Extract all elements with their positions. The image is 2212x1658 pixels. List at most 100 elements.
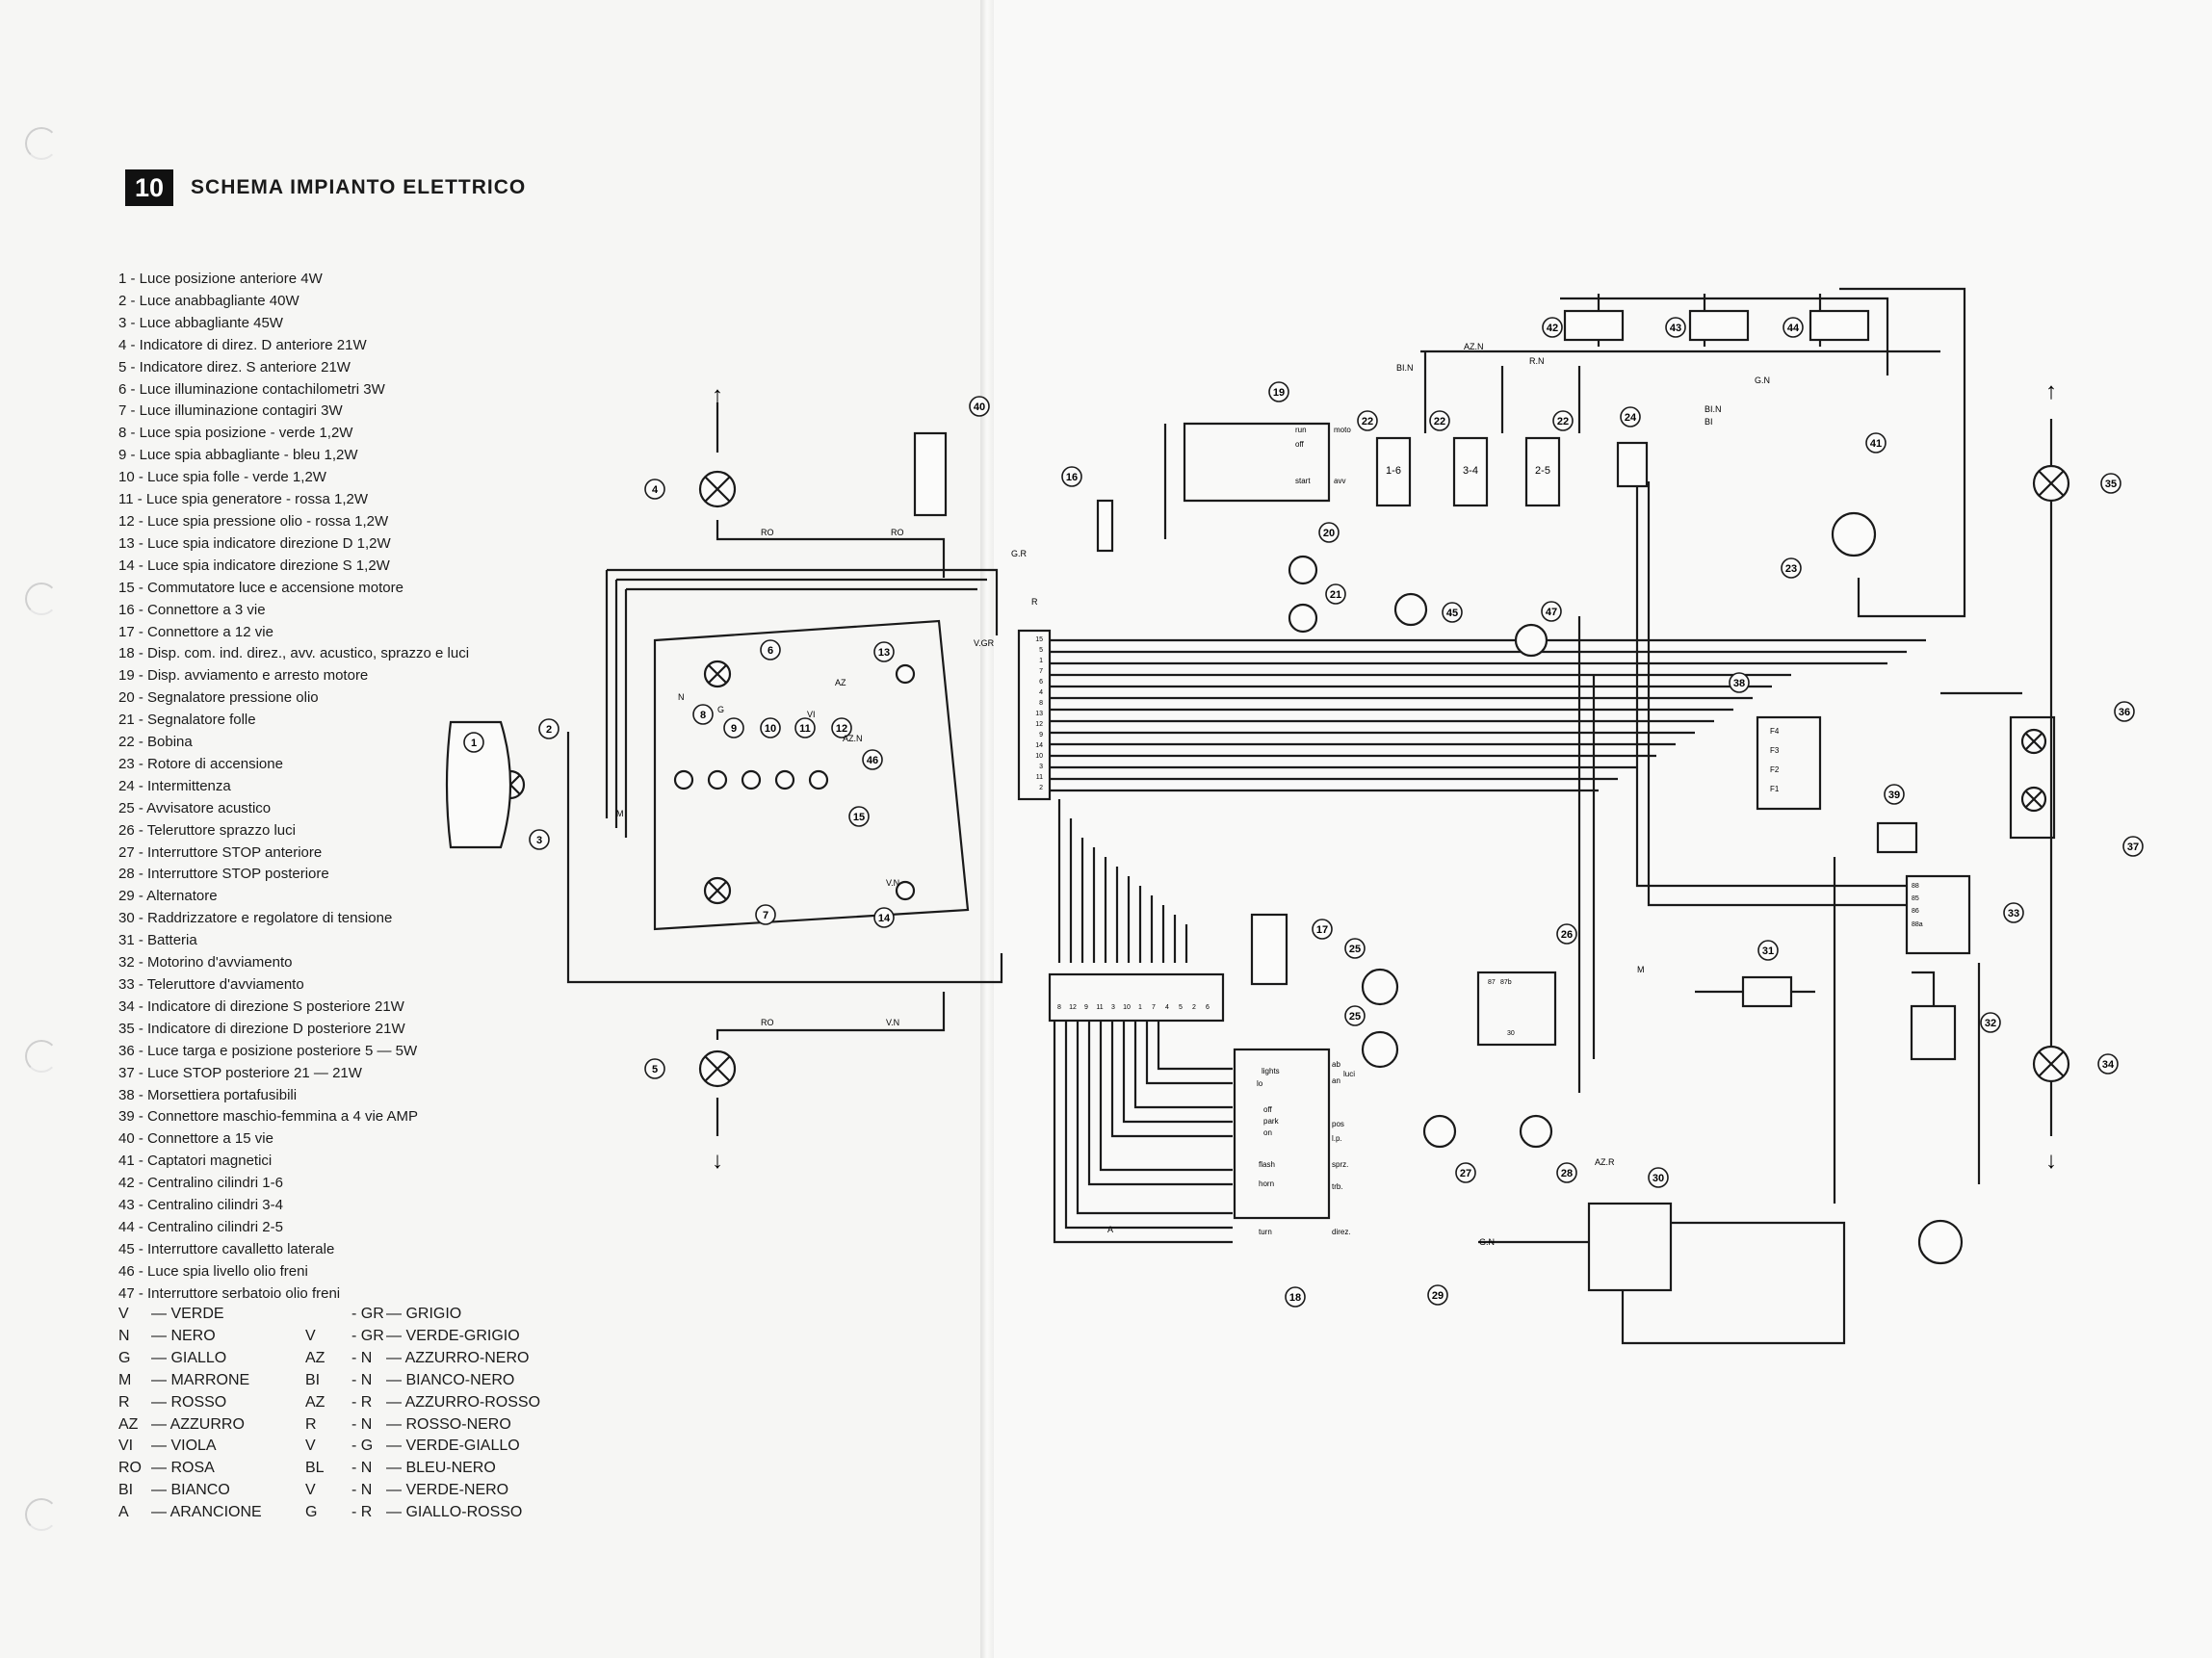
wire-color-label: AZ [835, 678, 846, 687]
switch-18-label: ab [1332, 1060, 1340, 1069]
horn-25b [1361, 1030, 1399, 1069]
legend-item: 4 - Indicatore di direz. D anteriore 21W [118, 336, 367, 353]
legend-item: 27 - Interruttore STOP anteriore [118, 843, 323, 861]
wire-color-label: BI [1705, 417, 1713, 427]
color-code-cell: RO [118, 1460, 142, 1477]
component-number: 11 [799, 723, 811, 735]
legend-item: 20 - Segnalatore pressione olio [118, 689, 319, 707]
lamp-7 [703, 876, 732, 905]
color-code-cell: — ROSA [151, 1460, 215, 1477]
color-code-cell: V [305, 1438, 316, 1455]
connector-40-pin: 13 [1035, 711, 1043, 717]
component-legend: 1 - Luce posizione anteriore 4W 2 - Luce … [118, 269, 469, 1306]
fuse-label: F1 [1770, 785, 1780, 793]
color-code-cell: M [118, 1371, 132, 1388]
color-code-cell: — ROSSO-NERO [386, 1415, 511, 1433]
component-number: 17 [1316, 924, 1328, 936]
wire-color-label: N [678, 692, 685, 702]
legend-item: 44 - Centralino cilindri 2-5 [118, 1218, 283, 1235]
switch-18-label: park [1263, 1117, 1280, 1126]
component-bubble [1357, 410, 1378, 431]
connector-17-housing [1250, 913, 1288, 986]
connector-40-pin: 7 [1039, 668, 1043, 675]
flasher-24 [1616, 441, 1649, 488]
color-code-cell: - G [351, 1438, 374, 1455]
switch-18-label: horn [1259, 1179, 1274, 1188]
connector-40 [1017, 629, 1052, 801]
connector-40-pin: 1 [1039, 658, 1043, 664]
legend-item: 28 - Interruttore STOP posteriore [118, 866, 329, 883]
fuse-label: F3 [1770, 746, 1780, 755]
component-number: 47 [1546, 607, 1557, 618]
wire [607, 568, 999, 635]
component-number: 15 [853, 812, 865, 823]
color-code-cell: V [305, 1482, 316, 1499]
component-number: 4 [652, 484, 659, 496]
wire-color-label: AZ.N [843, 734, 863, 743]
component-bubble [644, 479, 665, 500]
wire [716, 520, 946, 578]
component-bubble [1442, 602, 1463, 623]
wire [1099, 1021, 1233, 1172]
lamp-6 [703, 660, 732, 688]
component-bubble [2100, 473, 2121, 494]
component-bubble [1344, 938, 1366, 959]
legend-item: 1 - Luce posizione anteriore 4W [118, 271, 323, 287]
wire [1087, 1021, 1233, 1186]
wire-color-label: AZ.N [1464, 342, 1484, 351]
component-number: 6 [768, 645, 773, 657]
component-bubble [1427, 1284, 1448, 1306]
relay-pin-label: 87b [1500, 979, 1512, 986]
component-bubble [969, 396, 990, 417]
switch-18-label: l.p. [1332, 1134, 1342, 1143]
switch-19-label: run [1295, 426, 1307, 434]
color-code-cell: - N [351, 1482, 373, 1499]
component-number: 3 [536, 835, 542, 846]
connector-17-pin: 9 [1084, 1004, 1088, 1011]
component-number: 38 [1733, 678, 1745, 689]
component-number: 10 [765, 723, 776, 735]
control-unit-44 [1809, 309, 1870, 342]
fuse-label: F4 [1770, 727, 1780, 736]
component-bubble [538, 718, 560, 739]
wire [1560, 297, 1889, 376]
color-code-cell: - R [351, 1504, 373, 1521]
connector-17-pin: 4 [1165, 1004, 1169, 1011]
wire-color-label: V.N [886, 878, 899, 888]
component-bubble [1865, 432, 1887, 453]
legend-item: 2 - Luce anabbagliante 40W [118, 292, 299, 309]
component-bubble [1312, 919, 1333, 940]
component-number: 20 [1323, 528, 1335, 539]
legend-item: 9 - Luce spia abbagliante - bleu 1,2W [118, 447, 358, 464]
switch-47 [1514, 623, 1548, 658]
component-bubble [1783, 317, 1804, 338]
wire [716, 992, 946, 1040]
component-bubble [848, 806, 870, 827]
arrow-up-icon: ↑ [712, 382, 723, 408]
legend-item: 7 - Luce illuminazione contagiri 3W [118, 402, 343, 420]
connector-17-pin: 11 [1096, 1004, 1103, 1011]
component-bubble [529, 829, 550, 850]
relay-pin-label: 30 [1507, 1030, 1515, 1037]
coil-label: 2-5 [1535, 465, 1550, 477]
switch-18-label: lights [1262, 1067, 1280, 1075]
legend-item: 21 - Segnalatore folle [118, 712, 256, 729]
wire [1621, 1221, 1846, 1345]
legend-item: 5 - Indicatore direz. S anteriore 21W [118, 358, 351, 376]
wire [1053, 1021, 1233, 1244]
component-bubble [755, 904, 776, 925]
component-bubble [1061, 466, 1082, 487]
connector-17-pin: 6 [1206, 1004, 1210, 1011]
color-code-cell: AZ [305, 1349, 325, 1366]
wire [1635, 481, 1907, 888]
wire-color-label: G.R [1011, 549, 1028, 558]
relay-pin-label: 85 [1912, 895, 1919, 902]
component-number: 1 [471, 738, 477, 749]
legend-item: 32 - Motorino d'avviamento [118, 954, 293, 971]
legend-item: 10 - Luce spia folle - verde 1,2W [118, 469, 326, 486]
rotor-23 [1831, 511, 1877, 557]
wire-color-label: G.N [1755, 376, 1770, 385]
right-page [987, 0, 2212, 1658]
